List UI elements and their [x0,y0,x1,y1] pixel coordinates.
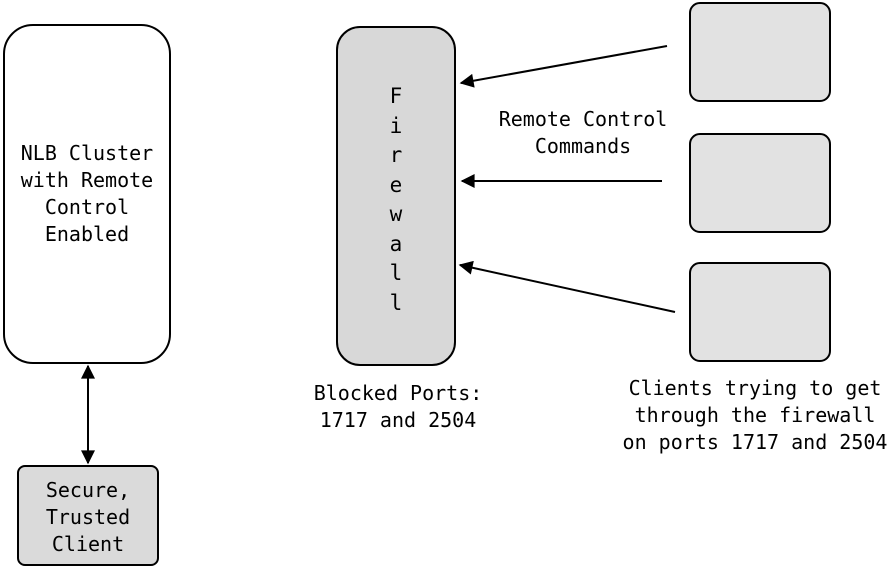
client-box-2 [689,133,831,233]
client-box-3 [689,262,831,362]
clients-description-label: Clients trying to get through the firewa… [622,376,888,454]
nlb-cluster-label: NLB Cluster with Remote Control Enabled [20,141,154,246]
trusted-client-box [17,465,159,566]
arrow-client-3-to-firewall [458,260,676,313]
arrow-client-1-to-firewall [459,45,668,88]
remote-control-commands-label: Remote Control Commands [498,107,668,158]
nlb-cluster-box [3,24,171,364]
blocked-ports-label: Blocked Ports: 1717 and 2504 [313,381,483,432]
client-box-1 [689,2,831,102]
trusted-client-label: Secure, Trusted Client [45,478,131,556]
firewall-box [336,26,456,366]
firewall-label: F i r e w a l l [389,84,403,315]
